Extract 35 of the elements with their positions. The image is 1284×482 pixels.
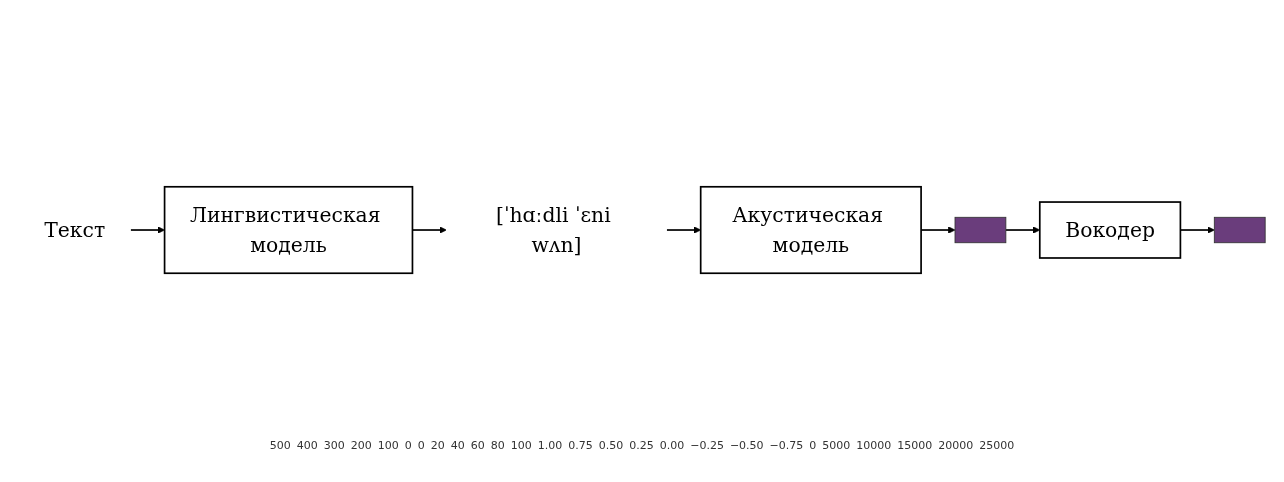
tick-label: 15000 xyxy=(897,438,933,452)
tick-label: 1.00 xyxy=(537,438,563,452)
tick-label: 500 xyxy=(269,438,291,452)
tick-label: 0.25 xyxy=(629,438,654,452)
tick-label: 0 xyxy=(404,438,412,452)
arrow xyxy=(129,226,165,235)
tick-label: 60 xyxy=(470,438,485,452)
node-box: Вокодер xyxy=(1038,201,1182,260)
node-box xyxy=(954,217,1007,244)
tick-label: −0.25 xyxy=(690,438,724,452)
tick-label: −0.50 xyxy=(729,438,764,452)
tick-label: 5000 xyxy=(822,438,851,452)
arrow xyxy=(665,226,701,235)
tick-label: 0.50 xyxy=(598,438,624,452)
node-text: Текст xyxy=(44,218,106,243)
node-box xyxy=(1213,217,1266,244)
tick-label: 0.75 xyxy=(568,438,593,452)
tick-label: 25000 xyxy=(979,438,1015,452)
tick-label: 0 xyxy=(417,438,425,452)
tick-label: 300 xyxy=(323,438,345,452)
tick-label: 0.00 xyxy=(659,438,685,452)
tick-label: −0.75 xyxy=(769,438,804,452)
tick-label: 10000 xyxy=(856,438,892,452)
tick-label: 20000 xyxy=(938,438,974,452)
tick-label: 100 xyxy=(377,438,399,452)
node-box: Акустическая модель xyxy=(699,186,922,275)
tick-label: 40 xyxy=(450,438,465,452)
tick-label: 0 xyxy=(809,438,817,452)
tick-label: 100 xyxy=(510,438,532,452)
tick-label: 400 xyxy=(296,438,318,452)
tick-label: 80 xyxy=(490,438,505,452)
tick-label: 20 xyxy=(430,438,445,452)
node-box: Лингвистическая модель xyxy=(163,186,414,275)
tick-label: 200 xyxy=(350,438,372,452)
node-text: [ˈhɑːdli ˈɛni wʌn] xyxy=(495,203,611,258)
